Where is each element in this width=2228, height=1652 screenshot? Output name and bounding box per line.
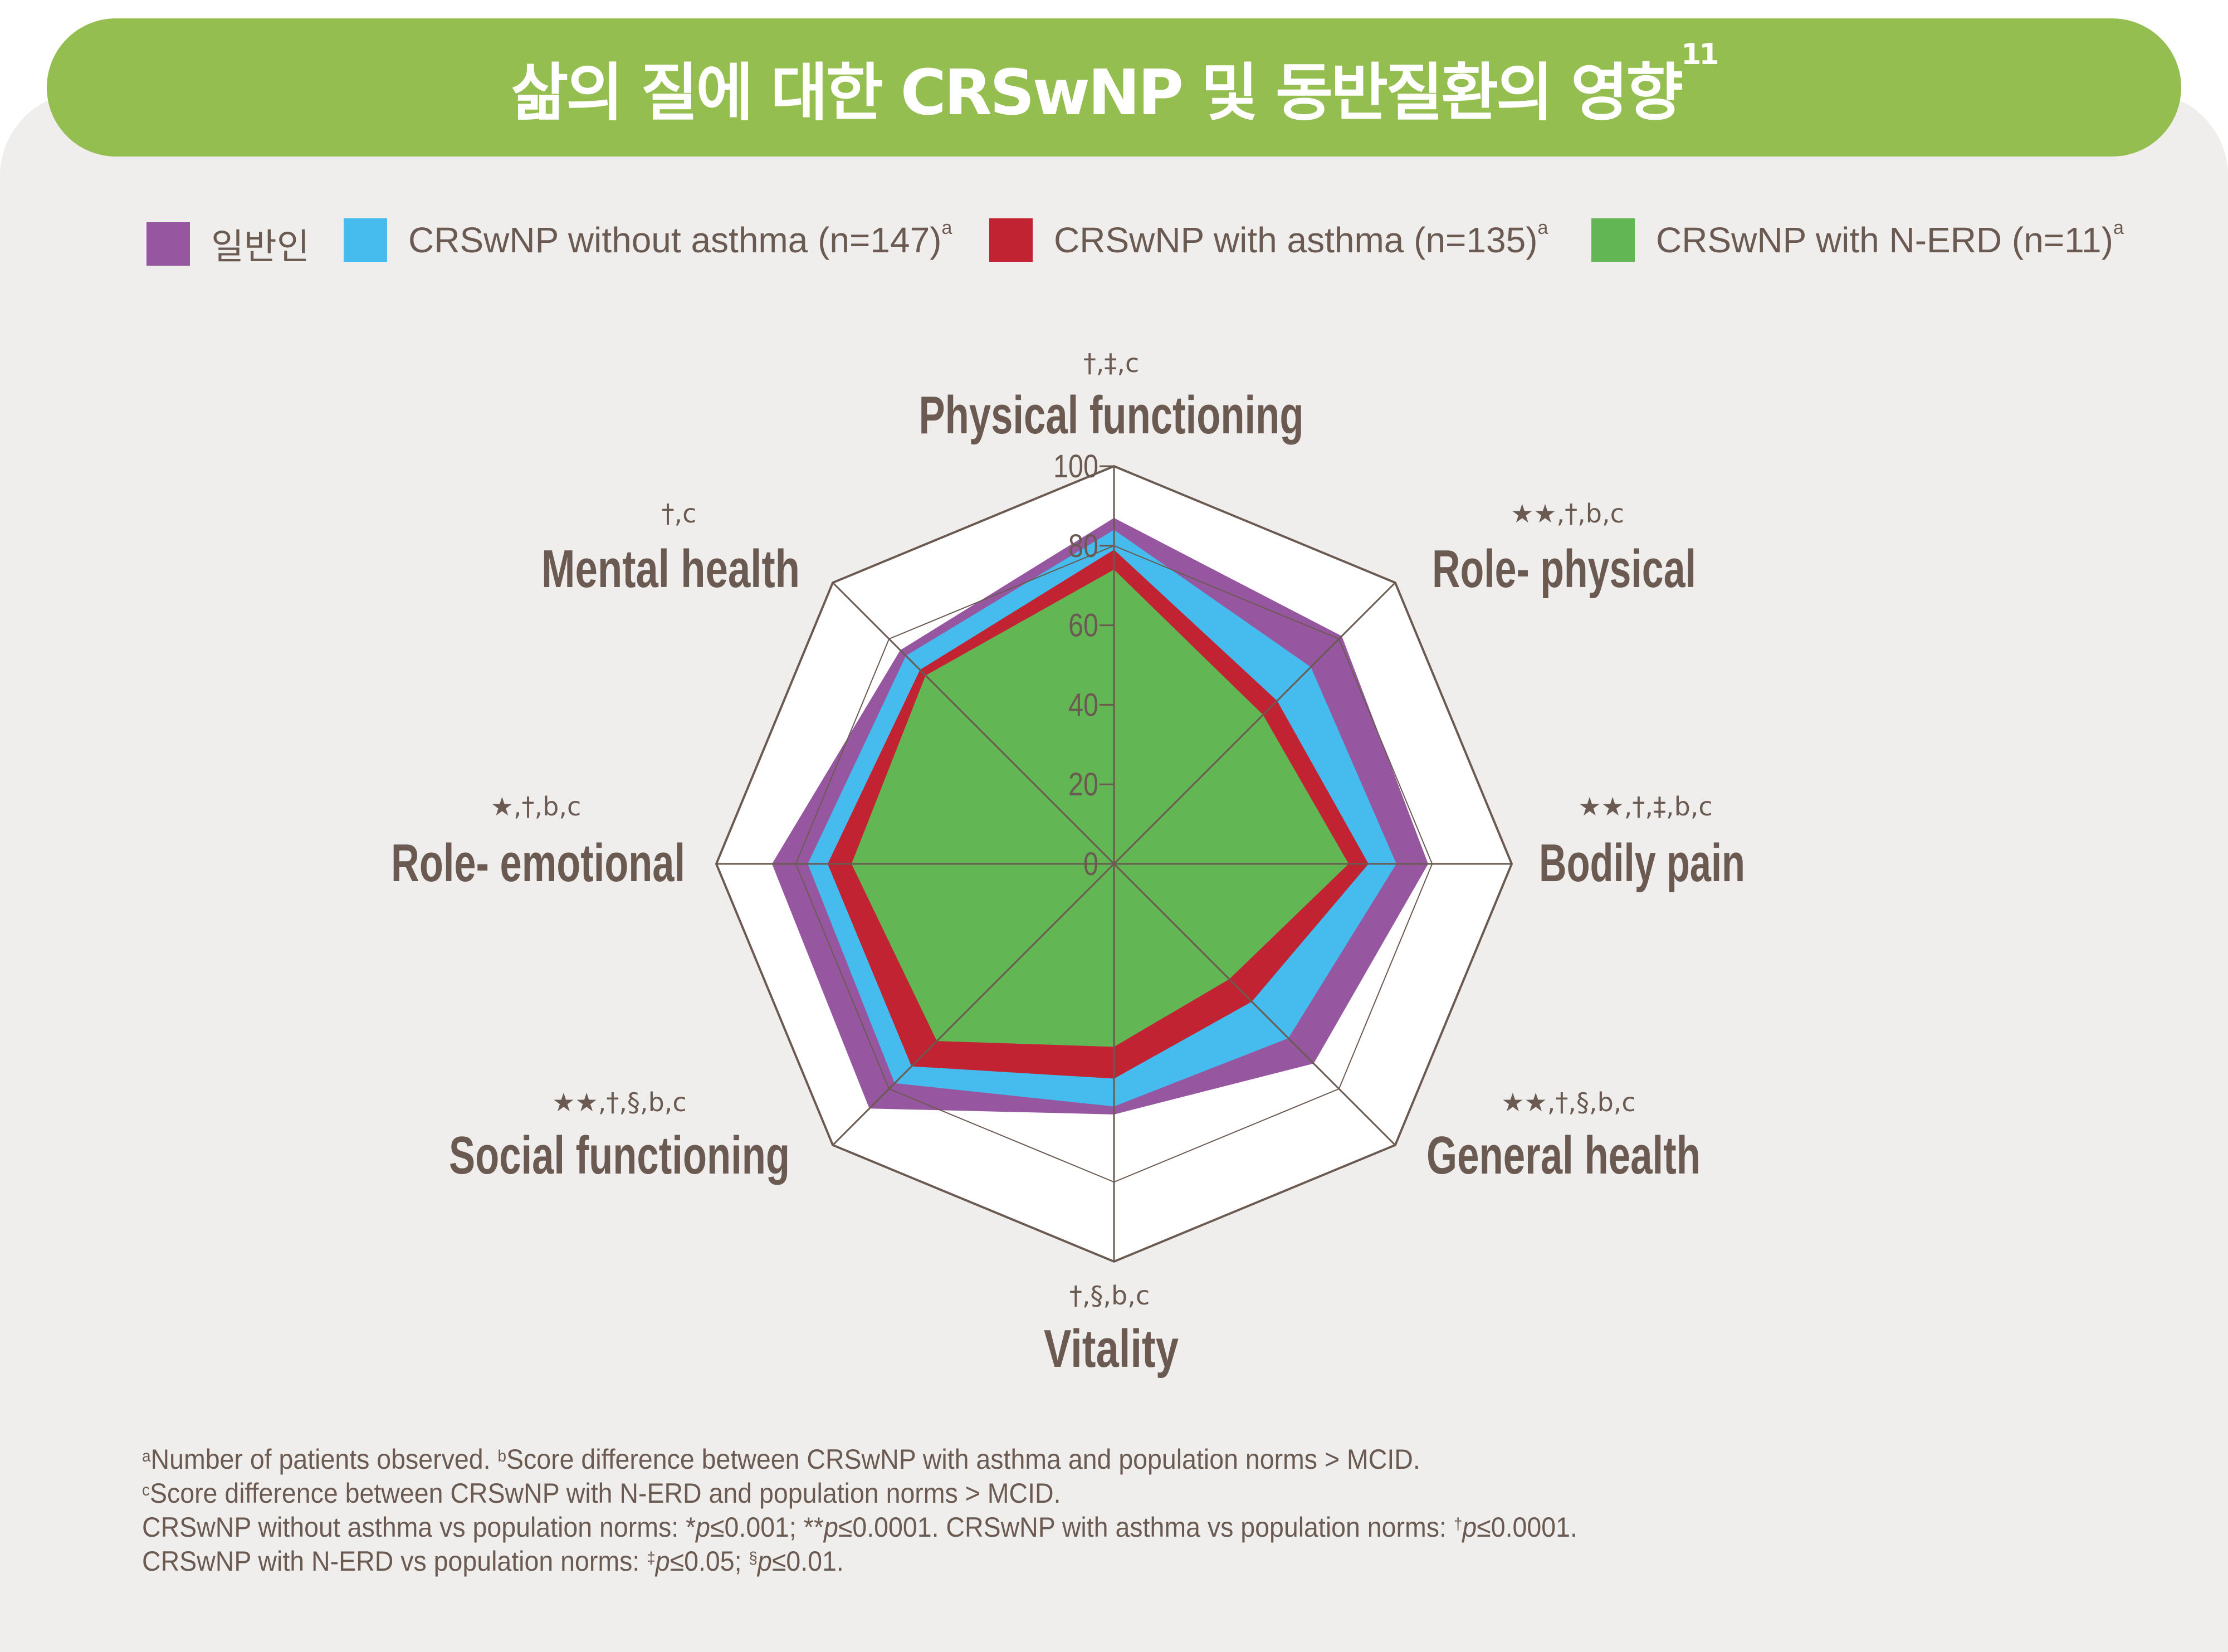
title-banner: 삶의 질에 대한 CRSwNP 및 동반질환의 영향11 bbox=[47, 18, 2181, 157]
footnote-text: § bbox=[749, 1549, 758, 1567]
chart-title: 삶의 질에 대한 CRSwNP 및 동반질환의 영향11 bbox=[511, 38, 1719, 133]
footnote-text: ‡ bbox=[647, 1549, 656, 1567]
tick-label: 60 bbox=[1068, 608, 1098, 644]
spoke-axis bbox=[1113, 863, 1396, 1146]
tick-label: 20 bbox=[1068, 766, 1098, 803]
tick-label: 80 bbox=[1068, 528, 1098, 564]
significance-markers: ★★,†,b,c bbox=[1511, 498, 1624, 529]
legend-label: 일반인 bbox=[211, 227, 310, 267]
significance-markers: ★★,†,§,b,c bbox=[1501, 1087, 1635, 1117]
footnote-line: cScore difference between CRSwNP with N-… bbox=[142, 1477, 1577, 1511]
legend-label: CRSwNP with N-ERD (n=11)a bbox=[1656, 217, 2124, 260]
footnote-text: p bbox=[696, 1512, 711, 1543]
legend-swatch bbox=[1591, 218, 1635, 262]
axis-label: Bodily pain bbox=[1539, 833, 1745, 893]
footnote-text: b bbox=[497, 1447, 506, 1465]
footnote-text: ≤0.0001. bbox=[1477, 1512, 1577, 1543]
legend-swatch bbox=[989, 218, 1033, 262]
legend-swatch bbox=[344, 218, 387, 262]
footnotes: aNumber of patients observed. bScore dif… bbox=[142, 1443, 1577, 1578]
footnote-text: Score difference between CRSwNP with ast… bbox=[506, 1444, 1420, 1475]
footnote-text: CRSwNP with N-ERD vs population norms: bbox=[142, 1546, 647, 1577]
footnote-text: c bbox=[142, 1481, 150, 1499]
legend-label: CRSwNP without asthma (n=147)a bbox=[408, 217, 952, 260]
footnote-text: p bbox=[757, 1546, 772, 1577]
footnote-line: aNumber of patients observed. bScore dif… bbox=[142, 1443, 1577, 1477]
footnote-line: CRSwNP without asthma vs population norm… bbox=[142, 1511, 1577, 1545]
axis-label: Vitality bbox=[1044, 1319, 1179, 1379]
footnote-text: ≤0.0001. CRSwNP with asthma vs populatio… bbox=[838, 1512, 1454, 1543]
footnote-text: p bbox=[823, 1512, 838, 1543]
legend-item-with-asthma: CRSwNP with asthma (n=135)a bbox=[989, 217, 1548, 262]
footnote-text: † bbox=[1453, 1515, 1463, 1533]
footnote-text: ≤0.01. bbox=[771, 1546, 844, 1577]
axis-label: Mental health bbox=[541, 539, 800, 599]
footnote-text: p bbox=[1462, 1512, 1477, 1543]
spoke-axis bbox=[832, 863, 1115, 1146]
legend-swatch bbox=[146, 222, 190, 266]
axis-label: General health bbox=[1426, 1126, 1701, 1185]
significance-markers: ★,†,b,c bbox=[491, 791, 582, 822]
axis-label: Role- physical bbox=[1432, 539, 1696, 599]
axis-label: Social functioning bbox=[449, 1126, 790, 1185]
spoke-axis bbox=[832, 582, 1115, 865]
tick-label: 100 bbox=[1053, 448, 1098, 485]
footnote-text: Number of patients observed. bbox=[150, 1444, 498, 1475]
series-area-3 bbox=[851, 569, 1349, 1047]
significance-markers: †,c bbox=[662, 498, 697, 529]
legend-item-general-population: 일반인 bbox=[146, 218, 310, 270]
footnote-text: Score difference between CRSwNP with N-E… bbox=[149, 1478, 1061, 1509]
significance-markers: ★★,†,‡,b,c bbox=[1578, 791, 1712, 822]
significance-markers: ★★,†,§,b,c bbox=[552, 1087, 686, 1117]
footnote-text: a bbox=[142, 1447, 151, 1465]
title-text: 삶의 질에 대한 CRSwNP 및 동반질환의 영향 bbox=[511, 57, 1683, 129]
footnote-text: p bbox=[655, 1546, 670, 1577]
legend-item-with-nerd: CRSwNP with N-ERD (n=11)a bbox=[1591, 217, 2124, 262]
axis-label: Physical functioning bbox=[919, 385, 1304, 445]
legend-item-without-asthma: CRSwNP without asthma (n=147)a bbox=[344, 217, 952, 262]
footnote-text: ≤0.001; ** bbox=[710, 1512, 824, 1543]
footnote-text: CRSwNP without asthma vs population norm… bbox=[142, 1512, 696, 1543]
footnote-text: ≤0.05; bbox=[670, 1546, 749, 1577]
title-reference: 11 bbox=[1681, 38, 1719, 71]
tick-label: 40 bbox=[1068, 687, 1098, 723]
spoke-axis bbox=[1113, 582, 1396, 865]
footnote-line: CRSwNP with N-ERD vs population norms: ‡… bbox=[142, 1545, 1577, 1578]
significance-markers: †,§,b,c bbox=[1069, 1280, 1150, 1311]
tick-label: 0 bbox=[1083, 846, 1098, 882]
legend-label: CRSwNP with asthma (n=135)a bbox=[1054, 217, 1548, 260]
axis-label: Role- emotional bbox=[391, 833, 685, 893]
significance-markers: †,‡,c bbox=[1083, 348, 1140, 378]
